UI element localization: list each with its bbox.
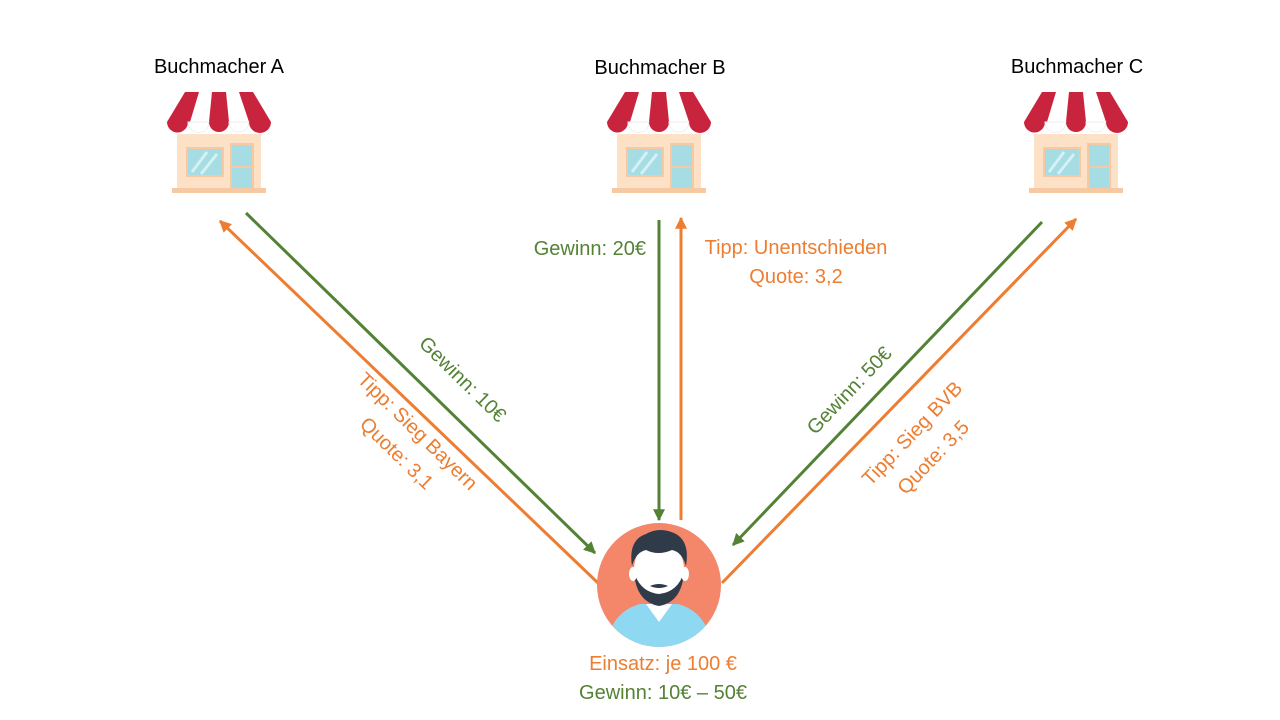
tip-arrow-a (218, 219, 600, 585)
total-win-label: Gewinn: 10€ – 50€ (579, 682, 747, 704)
win-label-b: Gewinn: 20€ (534, 238, 646, 260)
odds-label-b: Quote: 3,2 (749, 266, 842, 288)
tip-arrow-c (720, 217, 1078, 585)
shop-c-icon (1022, 90, 1130, 195)
stake-label: Einsatz: je 100 € (589, 653, 737, 675)
shop-b-icon (605, 90, 713, 195)
win-arrow-a (244, 211, 597, 555)
win-arrow-c (731, 220, 1044, 547)
bookmaker-c-label: Buchmacher C (1011, 56, 1143, 78)
person-avatar-icon (597, 523, 721, 647)
tip-label-b: Tipp: Unentschieden (705, 237, 888, 259)
bookmaker-b-label: Buchmacher B (594, 57, 725, 79)
win-label-a: Gewinn: 10€ (414, 333, 510, 427)
bookmaker-a-label: Buchmacher A (154, 56, 285, 78)
shop-a-icon (165, 90, 273, 195)
